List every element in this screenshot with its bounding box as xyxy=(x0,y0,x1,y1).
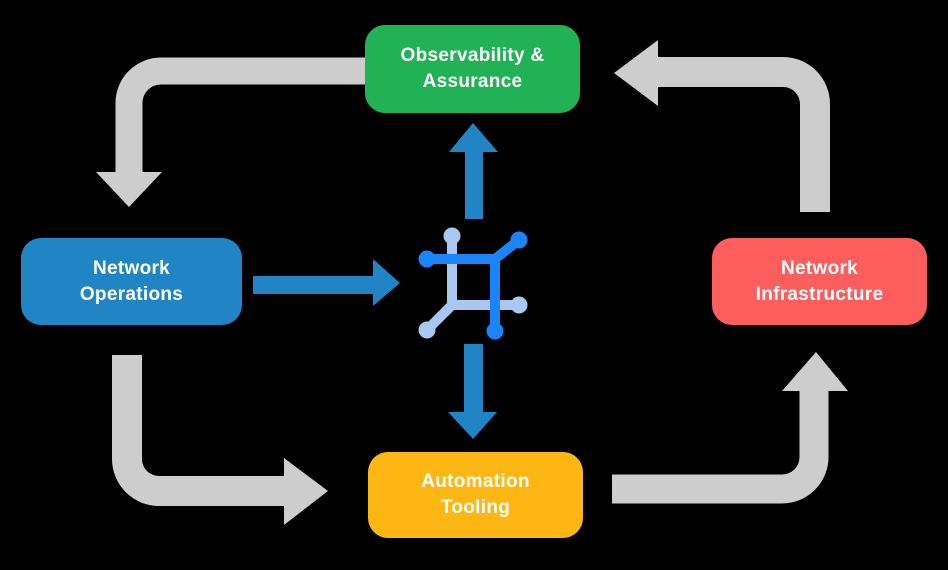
arrow-shaft xyxy=(253,276,373,294)
node-label-line2: Infrastructure xyxy=(755,283,884,305)
arrow-observability-to-operations xyxy=(96,57,368,207)
arrow-shaft xyxy=(658,57,830,212)
arrow-head-left-icon xyxy=(614,40,658,106)
node-label-line1: Observability & xyxy=(400,45,545,66)
node-automation-tooling: Automation Tooling xyxy=(368,452,583,538)
arrow-shaft xyxy=(464,344,483,413)
arrow-head-up-icon xyxy=(449,123,498,152)
icon-node-light-top xyxy=(443,227,461,245)
arrow-shaft xyxy=(115,57,368,172)
node-label-line1: Network xyxy=(92,257,171,279)
arrow-center-to-observability xyxy=(449,123,498,219)
icon-node-light-right xyxy=(510,296,528,314)
icon-dark-branch xyxy=(427,236,523,264)
node-network-infrastructure: Network Infrastructure xyxy=(712,238,927,325)
arrow-head-down-icon xyxy=(448,412,497,439)
node-label-line2: Assurance xyxy=(422,71,523,92)
node-label-line2: Operations xyxy=(79,283,184,305)
arrow-center-to-automation xyxy=(448,344,497,439)
node-label-line2: Tooling xyxy=(440,497,511,518)
network-automation-icon xyxy=(418,227,528,340)
arrow-shaft xyxy=(465,150,483,219)
arrow-head-right-icon xyxy=(284,458,328,525)
arrow-head-up-icon xyxy=(782,352,848,391)
node-network-operations: Network Operations xyxy=(21,238,242,325)
node-label-line1: Automation xyxy=(421,471,530,492)
icon-light-branch xyxy=(423,236,457,334)
icon-node-light-bottom-left xyxy=(418,321,436,339)
arrow-operations-to-center xyxy=(253,259,400,306)
node-observability-assurance: Observability & Assurance xyxy=(365,25,580,113)
arrow-head-right-icon xyxy=(373,259,400,306)
icon-node-dark-left xyxy=(418,250,436,268)
arrow-infrastructure-to-observability xyxy=(614,40,830,212)
arrow-operations-to-automation xyxy=(112,355,328,525)
arrow-shaft xyxy=(112,355,284,506)
icon-node-dark-top-right xyxy=(510,231,528,249)
icon-node-dark-bottom xyxy=(486,322,504,340)
node-label-line1: Network xyxy=(780,257,859,279)
arrow-shaft xyxy=(612,391,829,504)
arrow-head-down-icon xyxy=(96,172,162,207)
arrow-automation-to-infrastructure xyxy=(612,352,848,504)
